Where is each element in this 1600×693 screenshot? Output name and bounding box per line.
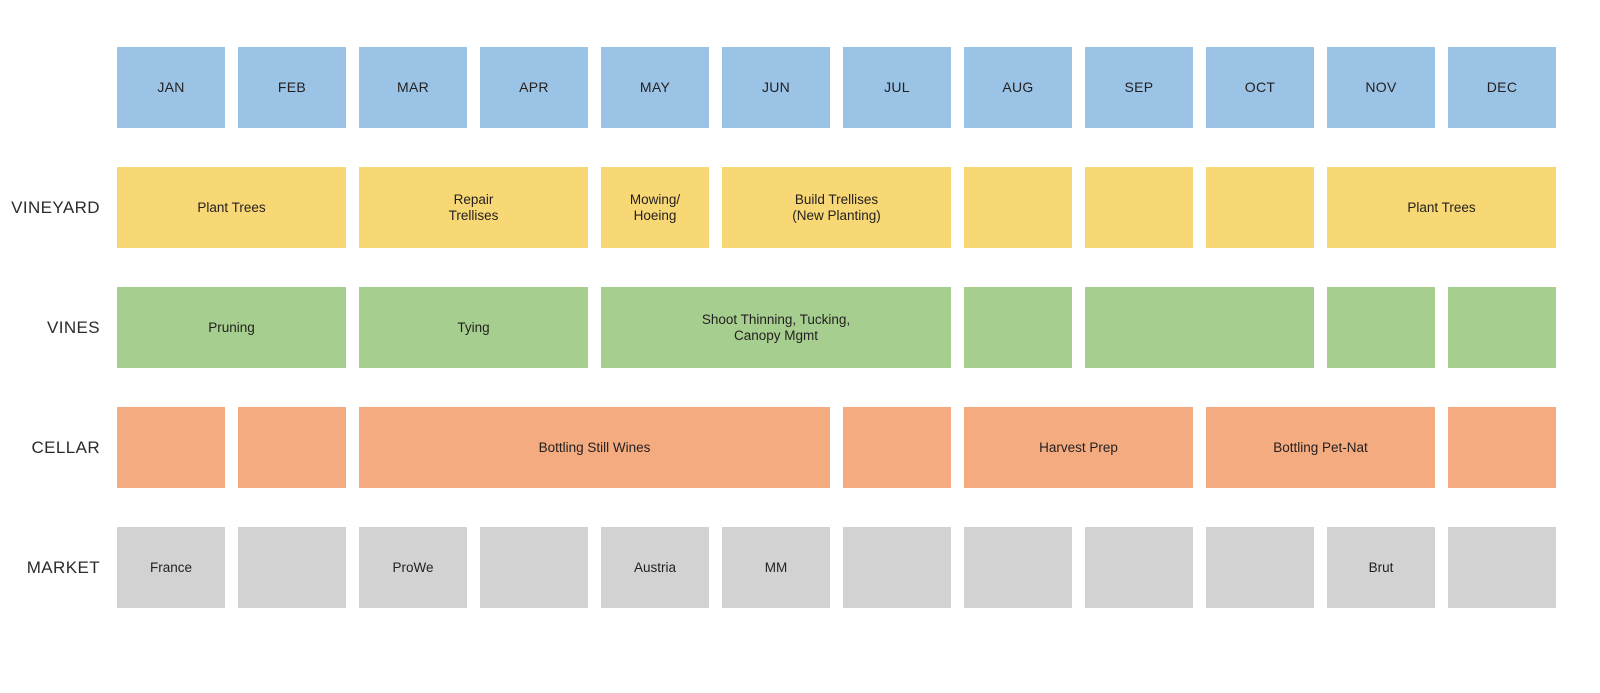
row-label-vineyard: VINEYARD xyxy=(11,197,100,217)
task-bar-market-0[interactable]: France xyxy=(117,527,225,608)
task-bar-market-9[interactable] xyxy=(1206,527,1314,608)
task-bar-vineyard-5[interactable] xyxy=(1085,167,1193,248)
task-bar-cellar-3[interactable] xyxy=(843,407,951,488)
month-cell-dec-label: DEC xyxy=(1486,79,1518,96)
task-bar-vineyard-2-label: Mowing/ Hoeing xyxy=(629,191,681,223)
task-bar-cellar-5-label: Bottling Pet-Nat xyxy=(1273,439,1368,455)
month-cell-oct-label: OCT xyxy=(1244,79,1276,96)
task-bar-vines-5[interactable] xyxy=(1327,287,1435,368)
month-cell-mar[interactable]: MAR xyxy=(359,47,467,128)
task-bar-vines-2-label: Shoot Thinning, Tucking, Canopy Mgmt xyxy=(701,311,851,343)
task-bar-market-5[interactable]: MM xyxy=(722,527,830,608)
task-bar-cellar-5[interactable]: Bottling Pet-Nat xyxy=(1206,407,1435,488)
month-cell-dec[interactable]: DEC xyxy=(1448,47,1556,128)
month-cell-nov[interactable]: NOV xyxy=(1327,47,1435,128)
month-cell-aug-label: AUG xyxy=(1002,79,1034,96)
task-bar-vines-4[interactable] xyxy=(1085,287,1314,368)
task-bar-market-2[interactable]: ProWe xyxy=(359,527,467,608)
task-bar-vineyard-1[interactable]: Repair Trellises xyxy=(359,167,588,248)
task-bar-vines-1-label: Tying xyxy=(457,319,490,335)
task-bar-market-5-label: MM xyxy=(764,559,788,575)
month-cell-jul[interactable]: JUL xyxy=(843,47,951,128)
task-bar-cellar-4[interactable]: Harvest Prep xyxy=(964,407,1193,488)
task-bar-vines-0-label: Pruning xyxy=(208,319,255,335)
timeline-row-market: France ProWe Austria MM Brut xyxy=(117,527,1572,608)
month-cell-mar-label: MAR xyxy=(396,79,429,96)
month-cell-sep[interactable]: SEP xyxy=(1085,47,1193,128)
task-bar-vines-6[interactable] xyxy=(1448,287,1556,368)
row-label-cellar: CELLAR xyxy=(31,437,100,457)
row-label-market: MARKET xyxy=(26,557,100,577)
task-bar-vines-2[interactable]: Shoot Thinning, Tucking, Canopy Mgmt xyxy=(601,287,951,368)
task-bar-cellar-2[interactable]: Bottling Still Wines xyxy=(359,407,830,488)
task-bar-market-0-label: France xyxy=(149,559,193,575)
task-bar-market-3[interactable] xyxy=(480,527,588,608)
timeline-row-months: JAN FEB MAR APR MAY JUN JUL AUG SEP OCT NOV DEC xyxy=(117,47,1572,128)
task-bar-vineyard-7[interactable]: Plant Trees xyxy=(1327,167,1556,248)
month-cell-jul-label: JUL xyxy=(884,79,910,96)
task-bar-cellar-0[interactable] xyxy=(117,407,225,488)
task-bar-vineyard-2[interactable]: Mowing/ Hoeing xyxy=(601,167,709,248)
timeline-row-vineyard: Plant Trees Repair Trellises Mowing/ Hoein… xyxy=(117,167,1572,248)
task-bar-cellar-1[interactable] xyxy=(238,407,346,488)
row-label-vines: VINES xyxy=(46,317,100,337)
month-cell-apr[interactable]: APR xyxy=(480,47,588,128)
task-bar-vineyard-0[interactable]: Plant Trees xyxy=(117,167,346,248)
month-cell-sep-label: SEP xyxy=(1124,79,1154,96)
timeline-row-vines: Pruning Tying Shoot Thinning, Tucking, Can… xyxy=(117,287,1572,368)
task-bar-cellar-2-label: Bottling Still Wines xyxy=(538,439,651,455)
month-cell-jun[interactable]: JUN xyxy=(722,47,830,128)
task-bar-market-4[interactable]: Austria xyxy=(601,527,709,608)
task-bar-vineyard-4[interactable] xyxy=(964,167,1072,248)
task-bar-vineyard-1-label: Repair Trellises xyxy=(448,191,499,223)
month-cell-may-label: MAY xyxy=(639,79,671,96)
task-bar-market-10[interactable]: Brut xyxy=(1327,527,1435,608)
task-bar-vines-1[interactable]: Tying xyxy=(359,287,588,368)
month-cell-jan-label: JAN xyxy=(157,79,185,96)
task-bar-market-8[interactable] xyxy=(1085,527,1193,608)
month-cell-nov-label: NOV xyxy=(1365,79,1397,96)
task-bar-market-6[interactable] xyxy=(843,527,951,608)
task-bar-cellar-4-label: Harvest Prep xyxy=(1039,439,1118,455)
task-bar-vines-0[interactable]: Pruning xyxy=(117,287,346,368)
month-cell-jun-label: JUN xyxy=(761,79,791,96)
timeline-row-cellar: Bottling Still Wines Harvest Prep Bottling… xyxy=(117,407,1572,488)
month-cell-feb[interactable]: FEB xyxy=(238,47,346,128)
task-bar-market-10-label: Brut xyxy=(1368,559,1394,575)
month-cell-apr-label: APR xyxy=(519,79,549,96)
task-bar-vineyard-3-label: Build Trellises (New Planting) xyxy=(792,191,881,223)
task-bar-market-2-label: ProWe xyxy=(392,559,434,575)
month-cell-feb-label: FEB xyxy=(277,79,307,96)
month-cell-may[interactable]: MAY xyxy=(601,47,709,128)
month-cell-jan[interactable]: JAN xyxy=(117,47,225,128)
task-bar-vineyard-6[interactable] xyxy=(1206,167,1314,248)
task-bar-vineyard-7-label: Plant Trees xyxy=(1407,199,1476,215)
task-bar-market-4-label: Austria xyxy=(633,559,677,575)
task-bar-market-11[interactable] xyxy=(1448,527,1556,608)
task-bar-market-7[interactable] xyxy=(964,527,1072,608)
month-cell-aug[interactable]: AUG xyxy=(964,47,1072,128)
task-bar-market-1[interactable] xyxy=(238,527,346,608)
task-bar-vineyard-0-label: Plant Trees xyxy=(197,199,266,215)
task-bar-vineyard-3[interactable]: Build Trellises (New Planting) xyxy=(722,167,951,248)
task-bar-cellar-6[interactable] xyxy=(1448,407,1556,488)
month-cell-oct[interactable]: OCT xyxy=(1206,47,1314,128)
task-bar-vines-3[interactable] xyxy=(964,287,1072,368)
